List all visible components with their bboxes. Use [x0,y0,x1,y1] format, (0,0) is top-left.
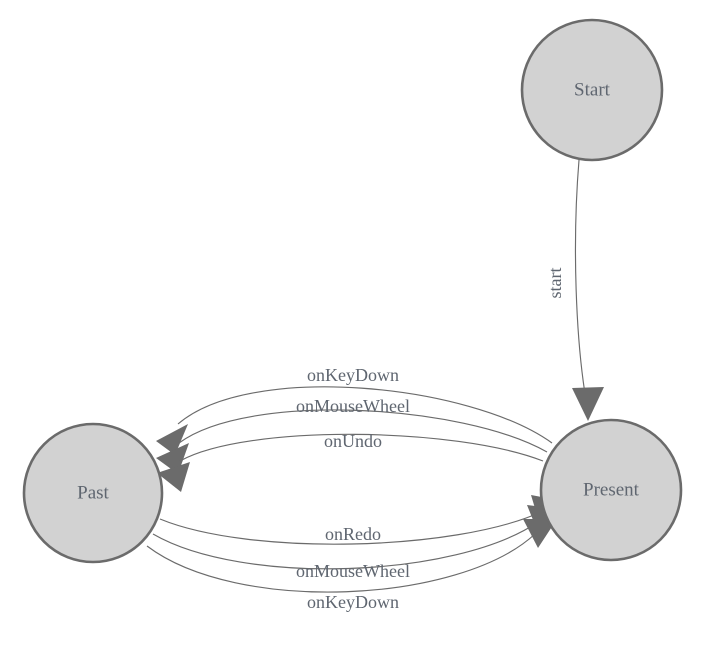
edge-label-keydown-up: onKeyDown [307,365,399,385]
edge-path-start [574,159,587,401]
node-present-circle[interactable] [539,418,683,562]
edge-label-wheel-up: onMouseWheel [296,396,410,416]
edge-path-undo [179,433,544,462]
edge-present-to-past-undo: onUndo [157,431,544,492]
edge-label-keydown-down: onKeyDown [307,592,399,612]
arrowhead-start-to-present [572,387,604,421]
arrowhead-undo [157,462,190,492]
arrowhead-keydown-down [523,519,557,548]
edge-label-undo: onUndo [324,431,382,451]
edge-past-to-present-redo: onRedo [159,495,563,545]
edge-label-start: start [545,268,565,299]
arrowhead-keydown-up [156,424,188,455]
edge-path-redo [159,511,542,545]
edge-path-keydown-down [146,533,536,593]
edge-path-wheel-down [152,521,539,570]
edge-past-to-present-keydown: onKeyDown [146,519,557,612]
node-past-circle[interactable] [22,422,164,564]
edge-label-redo: onRedo [325,524,381,544]
edge-path-wheel-up [178,409,548,453]
edge-path-keydown-up [177,386,553,444]
node-past[interactable]: Past [22,422,164,564]
node-start[interactable]: Start [520,18,664,162]
edge-start-to-present: start [545,159,604,421]
node-start-label: Start [574,79,611,100]
node-past-label: Past [77,482,109,503]
edge-label-wheel-down: onMouseWheel [296,561,410,581]
node-present-label: Present [583,479,640,500]
edge-present-to-past-keydown: onKeyDown [156,365,553,455]
node-present[interactable]: Present [539,418,683,562]
node-start-circle[interactable] [520,18,664,162]
